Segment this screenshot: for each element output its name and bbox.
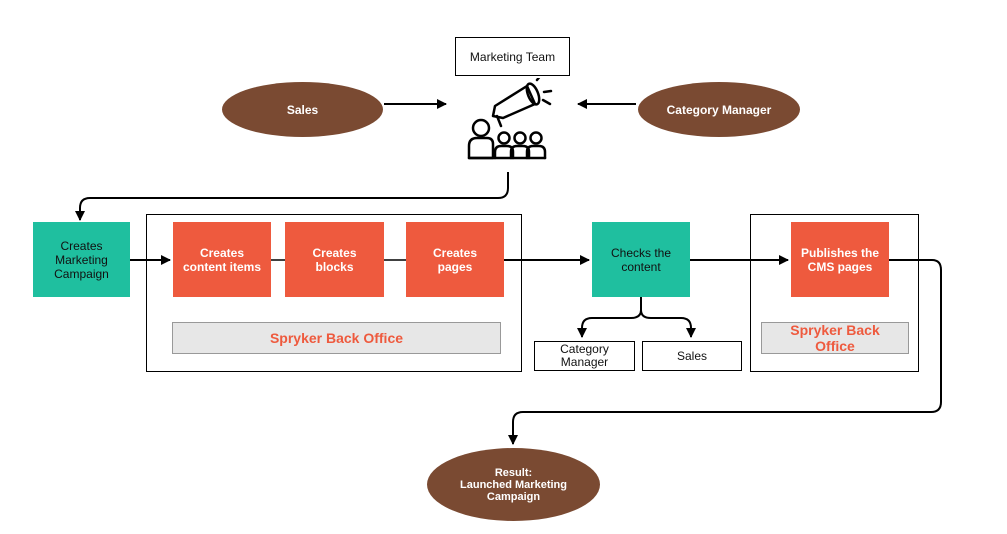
arrow-team-to-campaign — [75, 172, 509, 221]
checks-content-node: Checks the content — [592, 222, 690, 297]
creates-content-items-node: Creates content items — [173, 222, 271, 297]
sales-reviewer: Sales — [642, 341, 742, 371]
arrow-checks-to-sales — [640, 309, 696, 338]
back-office-frame-1 — [146, 214, 522, 372]
result-node: Result: Launched Marketing Campaign — [427, 448, 600, 521]
arrow-publish-to-result — [508, 259, 942, 445]
back-office-label-2: Spryker Back Office — [761, 322, 909, 354]
category-manager-node: Category Manager — [638, 82, 800, 137]
creates-pages-node: Creates pages — [406, 222, 504, 297]
marketing-team-label: Marketing Team — [455, 37, 570, 76]
back-office-frame-2 — [750, 214, 919, 372]
back-office-label-1: Spryker Back Office — [172, 322, 501, 354]
megaphone-team-icon — [467, 78, 553, 160]
arrow-checks-to-category — [577, 297, 642, 338]
sales-node: Sales — [222, 82, 383, 137]
publishes-cms-node: Publishes the CMS pages — [791, 222, 889, 297]
creates-campaign-node: Creates Marketing Campaign — [33, 222, 130, 297]
category-manager-reviewer: Category Manager — [534, 341, 635, 371]
creates-blocks-node: Creates blocks — [285, 222, 384, 297]
